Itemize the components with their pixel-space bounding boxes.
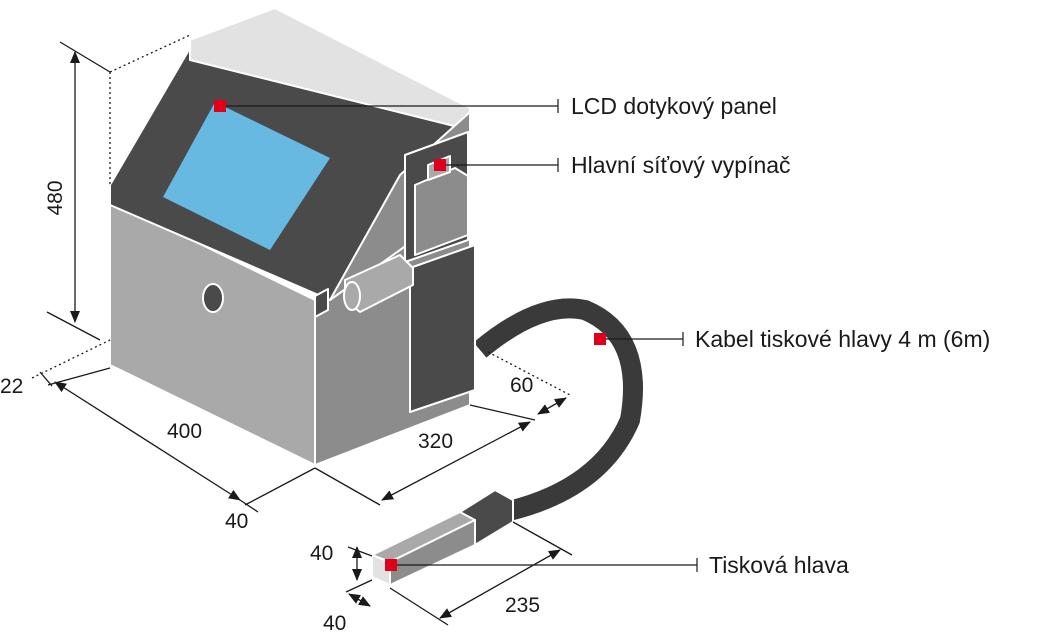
callout-lcd-label: LCD dotykový panel <box>571 93 777 119</box>
callout-markers <box>214 100 606 571</box>
panel-lip <box>314 288 329 318</box>
marker-lcd <box>214 100 226 112</box>
lcd-screen <box>163 102 330 250</box>
marker-head <box>385 559 397 571</box>
dim-head-length-label: 235 <box>505 594 540 617</box>
dim-head-height-label: 40 <box>310 542 333 565</box>
printhead-cable <box>473 298 643 522</box>
dim-width-label: 400 <box>167 420 202 443</box>
marker-cable <box>594 333 606 345</box>
callout-cable-label: Kabel tiskové hlavy 4 m (6m) <box>695 326 990 352</box>
cable-body <box>473 298 643 522</box>
dim-side-offset-label: 22 <box>0 375 23 398</box>
dim-cable-offset-label: 60 <box>510 374 533 397</box>
marker-switch <box>434 159 446 171</box>
dim-head-width-label: 40 <box>323 612 346 635</box>
printhead <box>371 489 514 586</box>
dim-height-label: 480 <box>44 180 67 215</box>
front-round-button <box>202 283 224 313</box>
dim-base-label: 40 <box>225 510 248 533</box>
dimension-lines <box>31 34 573 626</box>
printer-cabinet <box>109 7 476 466</box>
callout-head-label: Tisková hlava <box>709 552 849 578</box>
dim-depth-label: 320 <box>418 430 453 453</box>
callout-switch-label: Hlavní síťový vypínač <box>571 152 791 178</box>
connector-end <box>343 281 361 311</box>
callout-leaders <box>220 99 698 572</box>
side-service-slot <box>409 244 476 413</box>
